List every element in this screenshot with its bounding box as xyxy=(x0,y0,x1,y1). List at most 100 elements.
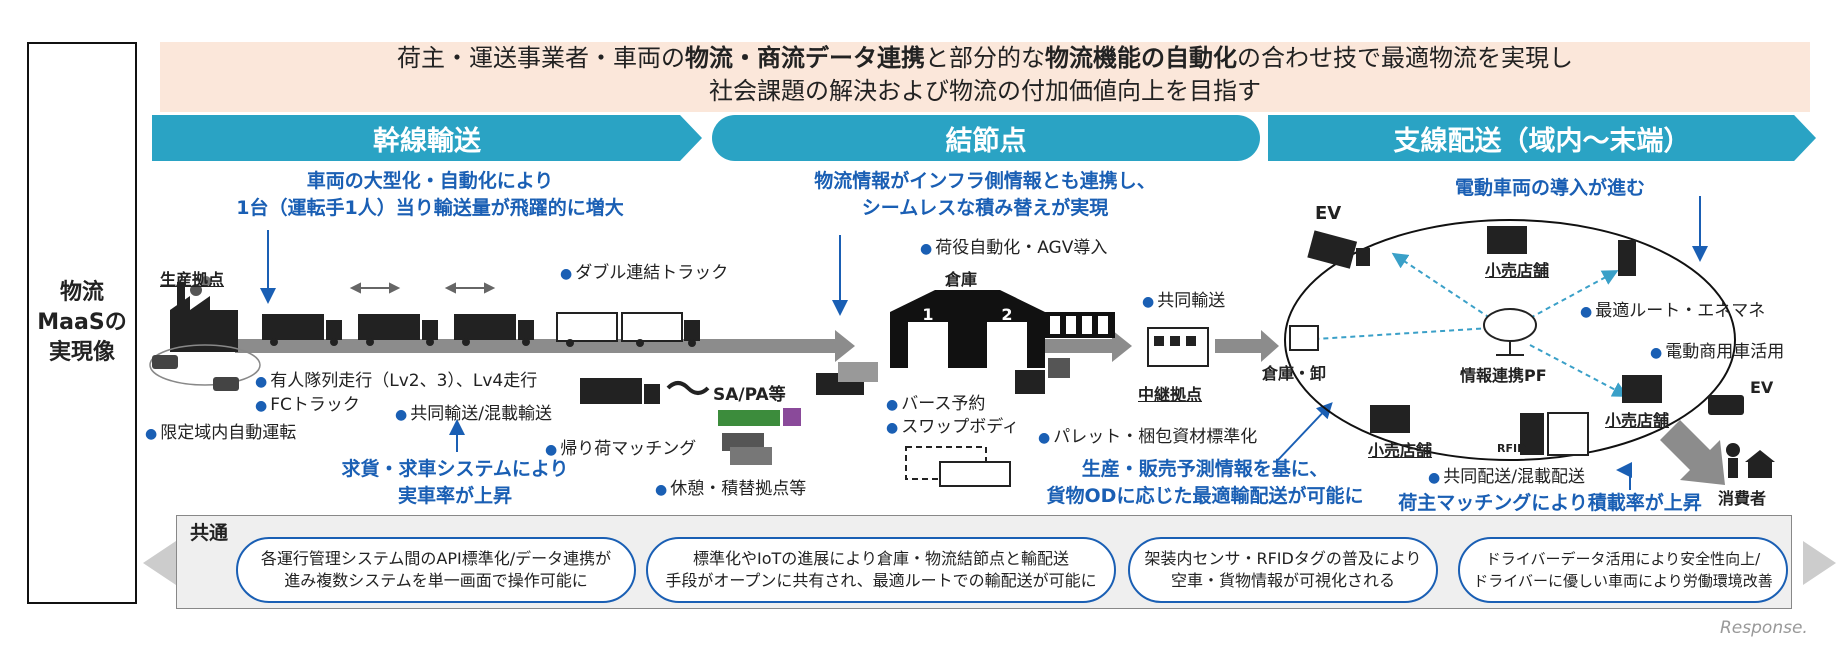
store-icon xyxy=(1370,405,1410,433)
callout-arrow xyxy=(1277,402,1333,461)
common-item: 各運行管理システム間のAPI標準化/データ連携が進み複数システムを単一画面で操作… xyxy=(236,537,636,603)
common-left-arrow xyxy=(143,541,176,585)
agv-truck-icon xyxy=(1045,312,1115,338)
side-title-line: 物流 xyxy=(59,280,104,305)
production-base-label: 生産拠点 xyxy=(160,270,225,289)
callout-arrow xyxy=(1616,462,1632,490)
text-line: ドライバーデータ活用により安全性向上/ xyxy=(1485,550,1761,568)
warehouse-label: 倉庫 xyxy=(945,270,978,289)
text-line: 求貨・求車システムにより xyxy=(341,458,569,480)
delivery-arrow xyxy=(1660,420,1725,485)
warehouse-icon: 1 2 xyxy=(890,290,1045,368)
ev-truck-icon xyxy=(1307,230,1370,269)
store-label-right: 小売店舗 xyxy=(1605,411,1670,430)
text-line: 実車率が上昇 xyxy=(397,485,512,507)
main-flow-arrow xyxy=(235,330,1279,362)
consumer-icon xyxy=(1726,443,1775,478)
text-line: 各運行管理システム間のAPI標準化/データ連携が xyxy=(260,549,612,568)
text-line: 進み複数システムを単一画面で操作可能に xyxy=(284,571,588,590)
double-arrow-icon xyxy=(349,282,401,294)
rest-label: 休憩・積替拠点等 xyxy=(655,474,806,499)
swap-body-label: スワップボディ xyxy=(886,412,1019,437)
banner-line-1: 荷主・運送事業者・車両の物流・商流データ連携と部分的な物流機能の自動化の合わせ技… xyxy=(397,44,1573,72)
section-branch-header: 支線配送（域内～末端） xyxy=(1268,115,1816,161)
cargo-automation-label: 荷役自動化・AGV導入 xyxy=(920,233,1107,258)
truck-icon xyxy=(580,378,660,404)
side-title-line: 実現像 xyxy=(48,340,115,365)
goal-banner: 荷主・運送事業者・車両の物流・商流データ連携と部分的な物流機能の自動化の合わせ技… xyxy=(160,42,1810,112)
joint-transport-node-label: 共同輸送 xyxy=(1142,286,1225,311)
joint-transport-label: 共同輸送/混載輸送 xyxy=(395,399,552,424)
relay-point-label: 中継拠点 xyxy=(1138,385,1203,404)
relay-building-icon xyxy=(1147,327,1209,367)
side-title-line: MaaSの xyxy=(37,310,127,335)
text-line: 貨物ODに応じた最適輸配送が可能に xyxy=(1046,485,1364,507)
store-icon xyxy=(1487,226,1527,254)
headline-line: 1台（運転手1人）当り輸送量が飛躍的に増大 xyxy=(236,197,624,219)
fc-truck-label: FCトラック xyxy=(255,390,360,415)
truck-icon xyxy=(262,314,342,346)
rfid-label: RFID xyxy=(1497,442,1527,455)
parked-truck-icon xyxy=(722,433,764,451)
consumer-label: 消費者 xyxy=(1718,489,1767,508)
text-line: 生産・販売予測情報を基に、 xyxy=(1081,458,1329,480)
headline-line: シームレスな積み替えが実現 xyxy=(861,197,1109,219)
rfid-truck-icon xyxy=(1520,412,1589,456)
cloud-icon xyxy=(1483,308,1537,356)
svg-text:2: 2 xyxy=(1001,305,1012,324)
autonomous-car-icon xyxy=(152,355,178,369)
double-arrow-icon xyxy=(444,282,496,294)
forklift-icon xyxy=(1015,370,1045,394)
common-item: ドライバーデータ活用により安全性向上/ドライバーに優しい車両により労働環境改善 xyxy=(1458,537,1788,603)
sapa-label: SA/PA等 xyxy=(713,385,786,405)
common-right-arrow xyxy=(1803,541,1836,585)
store-label-bottom: 小売店舗 xyxy=(1368,441,1433,460)
limited-area-label: 限定域内自動運転 xyxy=(145,418,296,443)
parked-truck-icon xyxy=(730,447,772,465)
side-title: 物流 MaaSの 実現像 xyxy=(27,42,137,604)
text-line: 標準化やIoTの進展により倉庫・物流結節点と輸配送 xyxy=(693,549,1069,568)
electric-commercial-label: 電動商用車活用 xyxy=(1650,337,1784,362)
banner-line-2: 社会課題の解決および物流の付加価値向上を目指す xyxy=(709,77,1261,105)
forecast-text: 生産・販売予測情報を基に、 貨物ODに応じた最適輸配送が可能に xyxy=(1020,456,1390,510)
store-label-top: 小売店舗 xyxy=(1485,261,1550,280)
sapa-sign-icon xyxy=(718,410,780,426)
autonomous-car-icon xyxy=(213,377,239,391)
shipper-matching-text: 荷主マッチングにより積載率が上昇 xyxy=(1398,492,1702,514)
double-truck-label: ダブル連結トラック xyxy=(560,258,728,283)
branch-headline: 電動車両の導入が進む xyxy=(1454,177,1645,199)
common-item: 標準化やIoTの進展により倉庫・物流結節点と輸配送手段がオープンに共有され、最適… xyxy=(646,537,1116,603)
wholesale-icon xyxy=(1289,325,1319,351)
text-line: 架装内センサ・RFIDタグの普及により xyxy=(1144,549,1422,568)
double-truck-icon xyxy=(556,312,700,347)
backhaul-label: 帰り荷マッチング xyxy=(545,434,696,459)
berth-label: バース予約 xyxy=(886,389,985,414)
svg-text:1: 1 xyxy=(922,305,933,324)
joint-delivery-label: 共同配送/混載配送 xyxy=(1428,462,1585,487)
info-pf-label: 情報連携PF xyxy=(1460,366,1547,385)
cargo-box-icon xyxy=(1048,358,1070,378)
sapa-sign-icon xyxy=(783,408,801,426)
trunk-headline: 車両の大型化・自動化により 1台（運転手1人）当り輸送量が飛躍的に増大 xyxy=(170,168,690,222)
text-line: ドライバーに優しい車両により労働環境改善 xyxy=(1473,572,1773,590)
node-headline: 物流情報がインフラ側情報とも連携し、 シームレスな積み替えが実現 xyxy=(730,168,1240,222)
handshake-icon xyxy=(666,381,710,395)
headline-line: 物流情報がインフラ側情報とも連携し、 xyxy=(814,170,1156,192)
ev-label: EV xyxy=(1315,203,1342,224)
section-node-header: 結節点 xyxy=(712,115,1260,161)
truck-icon xyxy=(838,362,878,382)
common-item: 架装内センサ・RFIDタグの普及により空車・貨物情報が可視化される xyxy=(1128,537,1438,603)
ev-label-right: EV xyxy=(1750,378,1774,397)
charger-icon xyxy=(1618,240,1636,276)
response-watermark: Response. xyxy=(1720,618,1808,638)
route-label: 最適ルート・エネマネ xyxy=(1580,296,1765,321)
warehouse-wholesale-label: 倉庫・卸 xyxy=(1262,364,1327,383)
ev-vehicle-icon xyxy=(1708,395,1744,415)
text-line: 手段がオープンに共有され、最適ルートでの輸配送が可能に xyxy=(665,571,1097,590)
freight-system-text: 求貨・求車システムにより 実車率が上昇 xyxy=(320,456,590,510)
common-title: 共通 xyxy=(190,522,229,544)
platoon-label: 有人隊列走行（Lv2、3）、Lv4走行 xyxy=(255,366,537,391)
swap-truck-icon xyxy=(939,461,1011,487)
store-icon xyxy=(1622,375,1662,403)
pallet-label: パレット・梱包資材標準化 xyxy=(1038,422,1257,447)
